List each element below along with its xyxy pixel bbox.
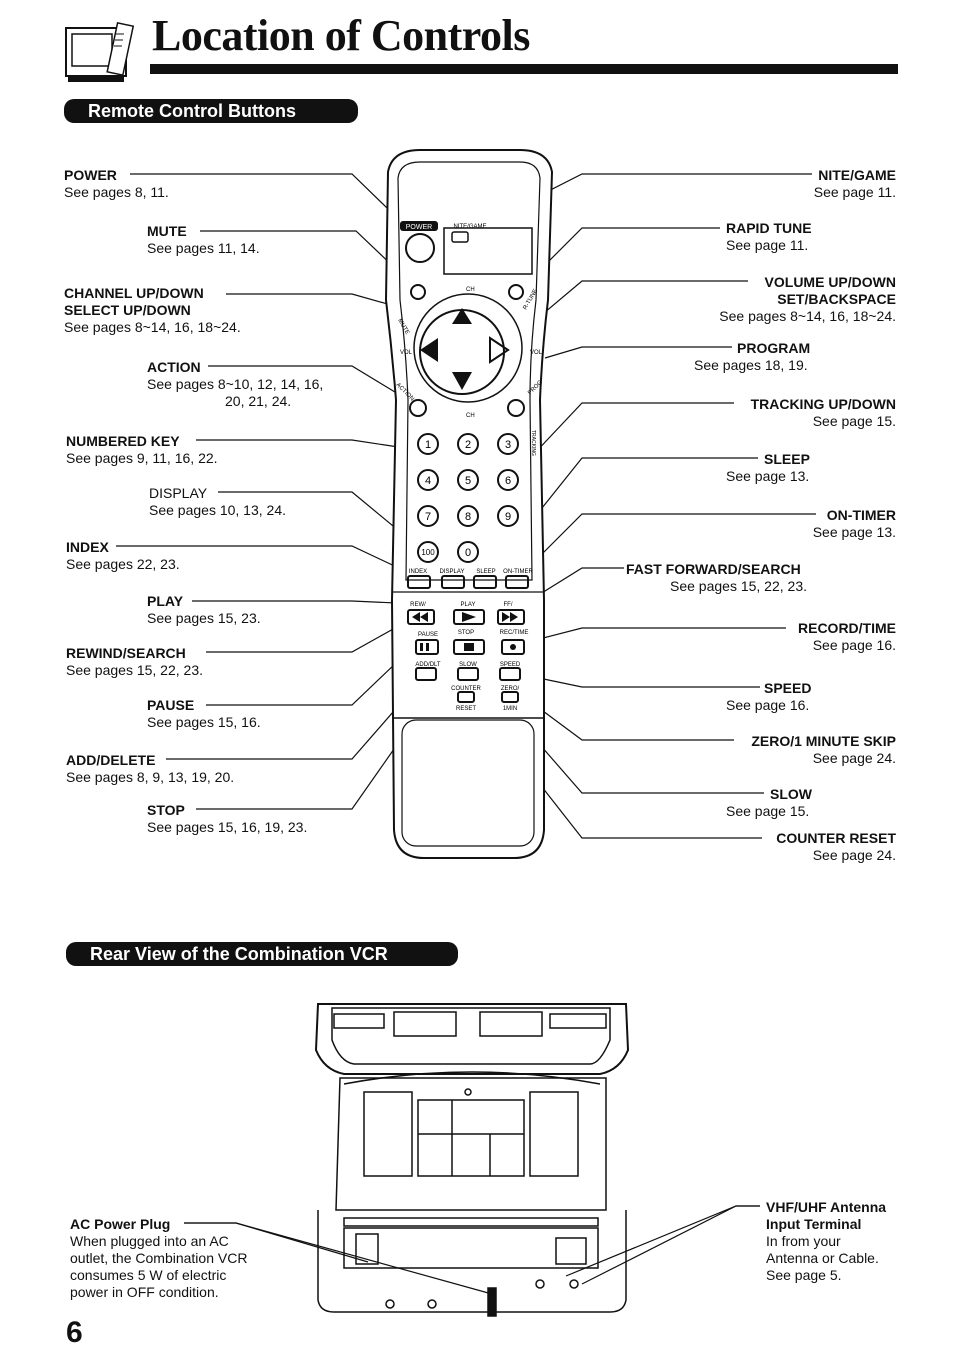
digit-3: 3 [505,439,511,451]
digit-5: 5 [465,475,471,487]
rec-key-label: REC/TIME [500,630,529,636]
number-keys: 1 2 3 4 5 6 7 8 9 100 0 [417,433,519,563]
page-number: 6 [66,1316,83,1349]
zero-key-label: ZERO/ [501,686,520,692]
power-key-label: POWER [406,224,432,231]
title-rule [150,64,898,74]
ontimer-key-label: ON-TIMER [503,569,533,575]
digit-100: 100 [421,548,435,557]
tv-rear-view-drawing [314,1003,630,1317]
onemin-key-label: 1MIN [503,706,517,712]
rew-key-label: REW/ [410,602,426,608]
digit-1: 1 [425,439,431,451]
tracking-key-label: TRACKING [530,430,536,456]
ff-key-label: FF/ [504,602,513,608]
sleep-key-label: SLEEP [476,569,495,575]
digit-2: 2 [465,439,471,451]
speed-key-label: SPEED [500,662,521,668]
display-key-label: DISPLAY [440,569,465,575]
nite-key-label: NITE/GAME [453,224,486,230]
page-title: Location of Controls [152,11,530,60]
section-rear-heading: Rear View of the Combination VCR [66,942,458,966]
slow-key-label: SLOW [459,662,477,668]
ch-top-label: CH [466,287,475,293]
digit-7: 7 [425,511,431,523]
section-remote-heading: Remote Control Buttons [64,99,358,123]
counter-key-label: COUNTER [451,686,481,692]
stop-key-label: STOP [458,630,474,636]
digit-8: 8 [465,511,471,523]
vol-right-label: VOL [530,350,543,356]
ch-bottom-label: CH [466,413,475,419]
index-key-label: INDEX [409,569,427,575]
digit-6: 6 [505,475,511,487]
pause-key-label: PAUSE [418,632,438,638]
adddlt-key-label: ADD/DLT [415,662,441,668]
digit-9: 9 [505,511,511,523]
remote-control-drawing: POWER NITE/GAME CH CH VOL VOL MUTE R-TUN… [384,149,554,859]
tv-remote-icon [64,20,144,86]
vol-left-label: VOL [400,350,413,356]
play-key-label: PLAY [461,602,476,608]
digit-4: 4 [425,475,431,487]
digit-0: 0 [465,547,471,559]
reset-key-label: RESET [456,706,476,712]
